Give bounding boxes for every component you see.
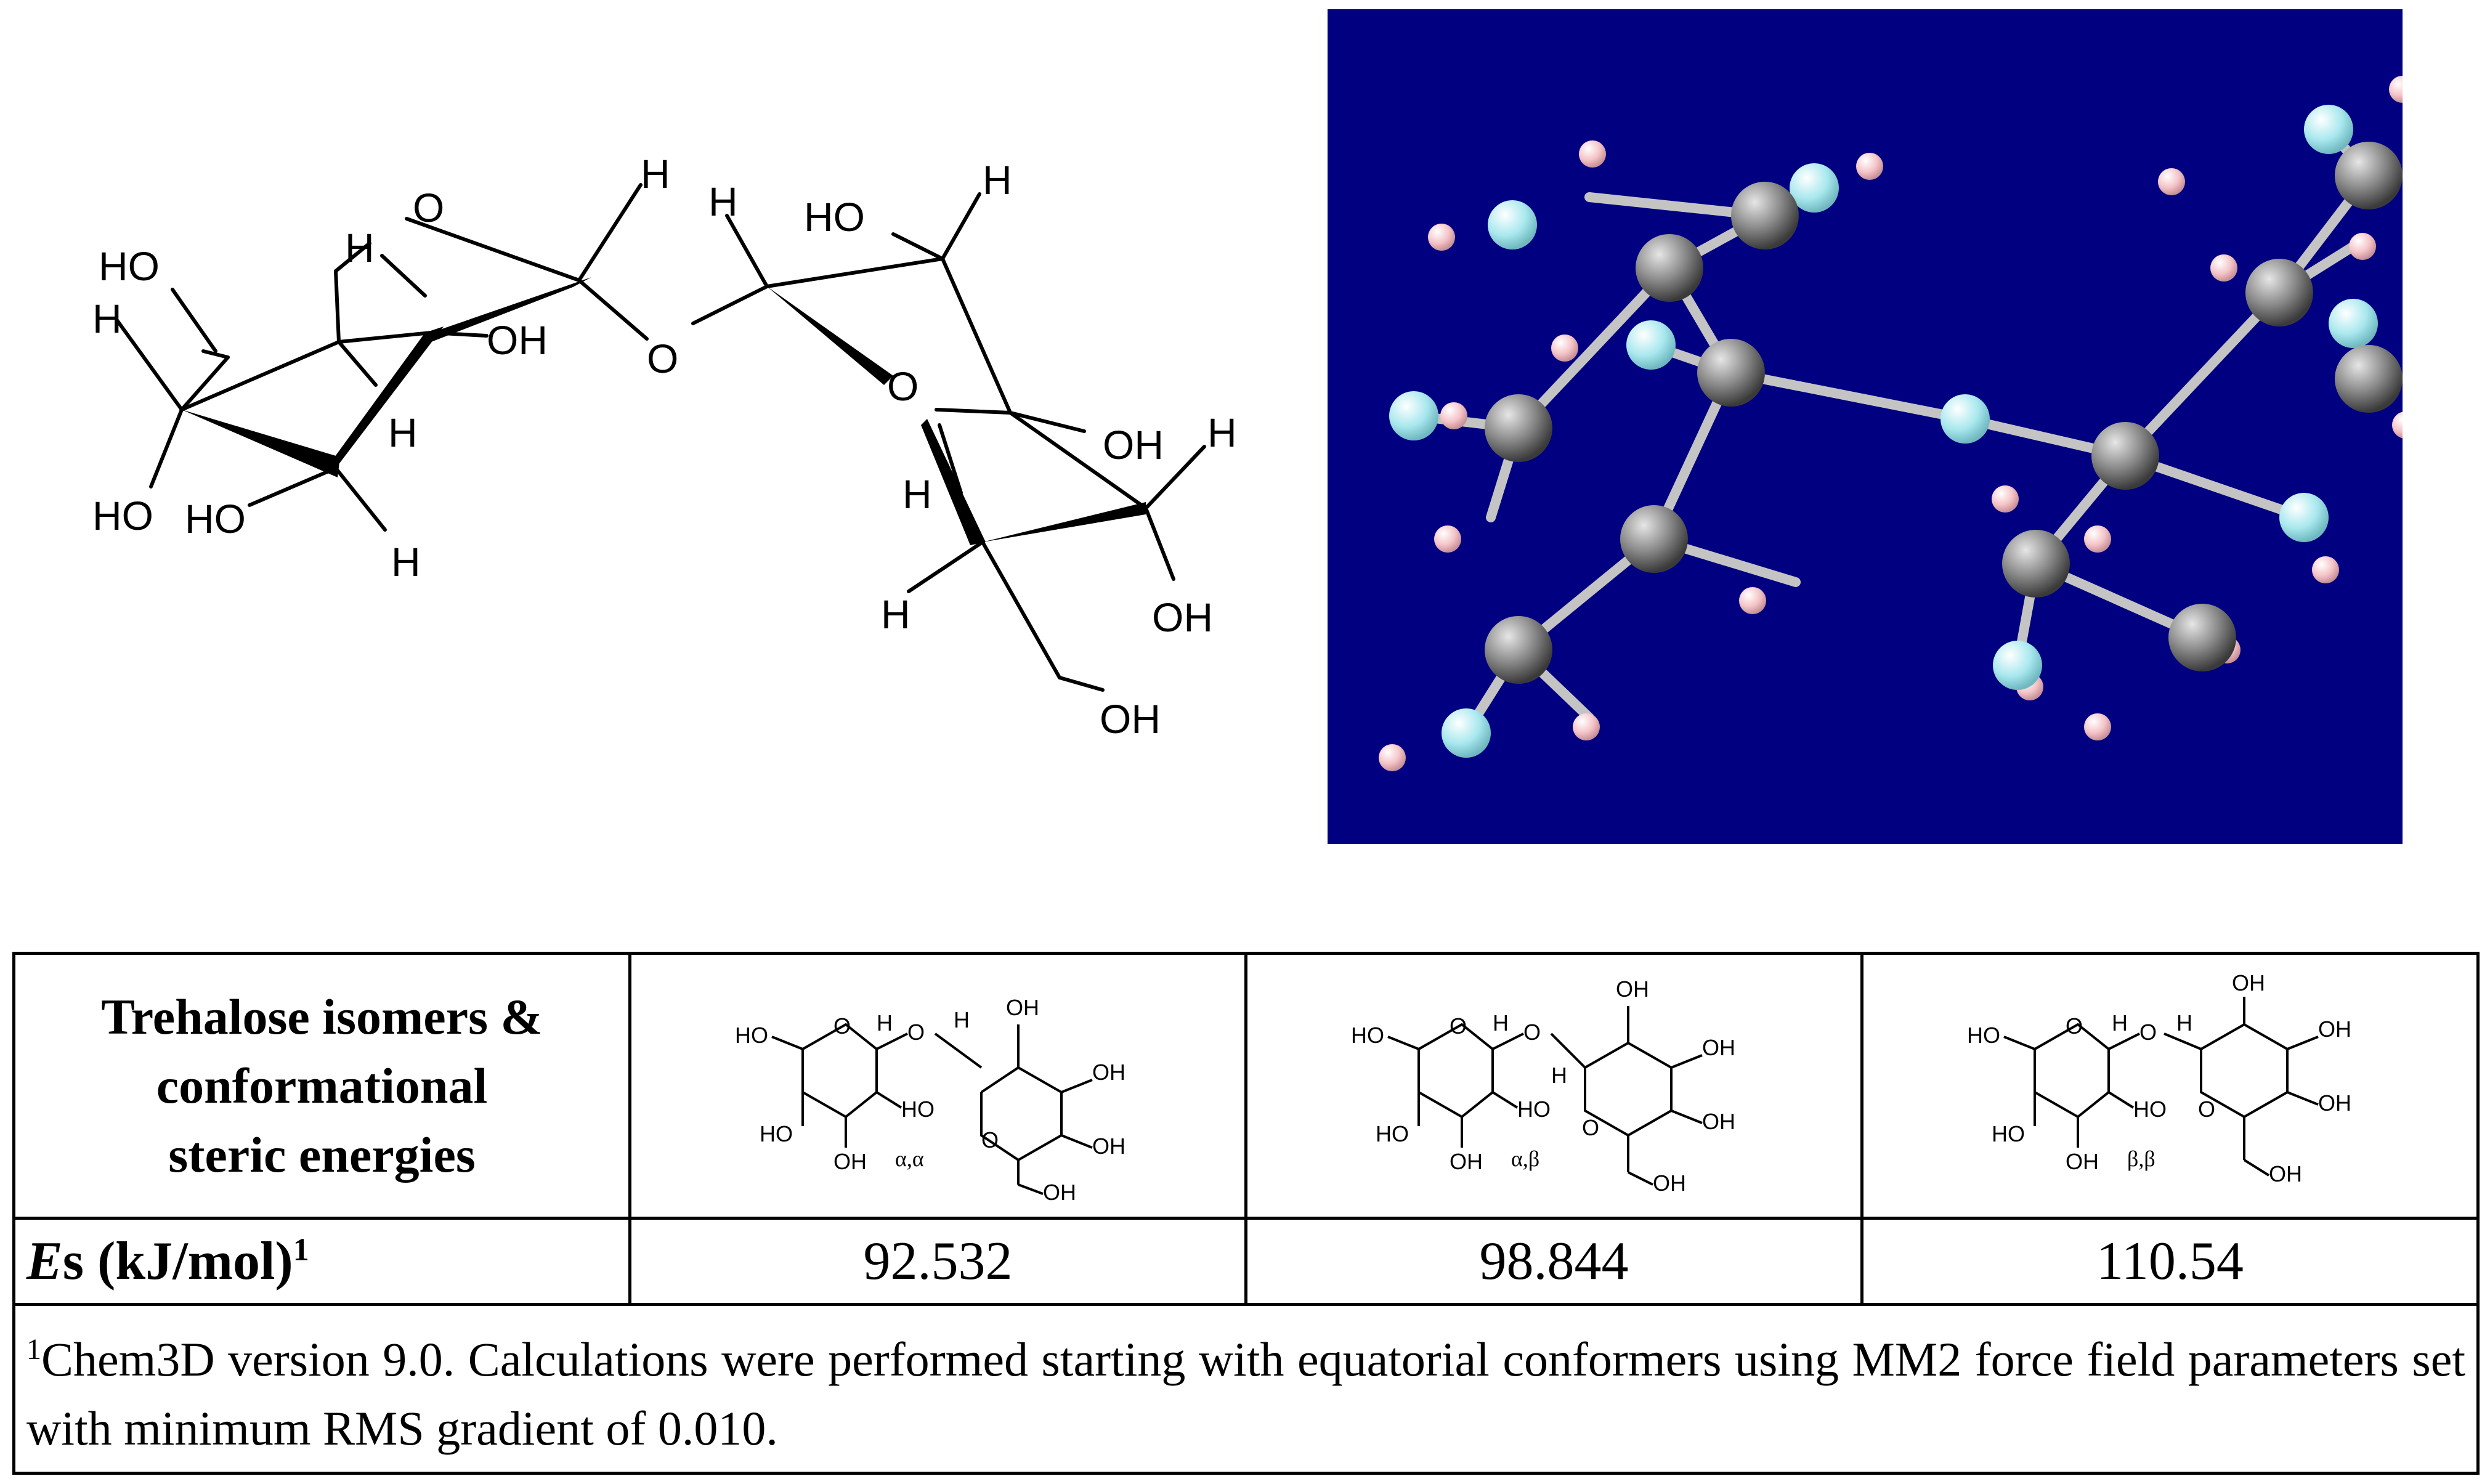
atom-label: HO [804, 194, 865, 240]
atom-label: H [902, 471, 932, 517]
atom-label: HO [901, 1097, 935, 1122]
isomer-structure-cell: HO O H O H OH OH OH O HO HO OH OH α,β [1244, 952, 1863, 1220]
isomer-label: β,β [2127, 1146, 2155, 1171]
atom-label: H [708, 179, 738, 224]
atom-label: OH [1100, 696, 1161, 742]
hydrogen-atoms [1379, 76, 2403, 771]
atom-label: OH [1653, 1170, 1686, 1196]
atom-label: H [2176, 1010, 2192, 1036]
es-label-italic: E [26, 1231, 63, 1291]
atom-label: HO [735, 1023, 768, 1048]
footnote-text: Chem3D version 9.0. Calculations were pe… [26, 1332, 2465, 1455]
atom-label: OH [1152, 594, 1213, 640]
atom-label: H [881, 591, 910, 637]
atom-label: OH [2232, 970, 2265, 995]
ball-stick-3d-model [1328, 9, 2403, 844]
trehalose-chair-structure: HO H O H H OH H HO HO H O H HO H O OH H … [92, 151, 1237, 742]
isomer-structure-ab: HO O H O H OH OH OH O HO HO OH OH α,β [1351, 976, 1735, 1196]
atom-label: HO [1351, 1023, 1384, 1048]
atom-label: O [1450, 1013, 1467, 1039]
atom-label: H [954, 1007, 970, 1032]
atom-label: OH [487, 317, 548, 363]
isomer-structure-aa: HO O H O H OH OH OH O HO HO OH OH α,α [735, 995, 1125, 1205]
atom-label: HO [92, 493, 153, 538]
isomer-label: α,β [1511, 1146, 1539, 1171]
atom-label: H [2112, 1010, 2128, 1036]
atom-label: O [2066, 1013, 2083, 1039]
atom-label: OH [2269, 1161, 2302, 1186]
es-label-rest: s (kJ/mol) [62, 1231, 293, 1291]
atom-label: O [907, 1020, 925, 1045]
atom-label: O [887, 363, 919, 409]
atom-label: H [92, 296, 122, 341]
atom-label: O [833, 1013, 851, 1039]
isomer-structure-cell: HO O H O H OH OH OH O HO HO OH OH α,α [628, 952, 1247, 1220]
table-header-cell: Trehalose isomers & conformational steri… [12, 952, 631, 1220]
atom-label: HO [1376, 1121, 1409, 1146]
atom-label: HO [1517, 1097, 1551, 1122]
es-label-sup: 1 [293, 1232, 309, 1268]
atom-label: H [877, 1010, 893, 1036]
atom-label: OH [2066, 1149, 2099, 1174]
table-row: 1Chem3D version 9.0. Calculations were p… [12, 1303, 2480, 1475]
atom-label: OH [833, 1149, 867, 1174]
atom-label: OH [1092, 1133, 1125, 1159]
atom-label: OH [2318, 1016, 2351, 1042]
atom-label: OH [1006, 995, 1039, 1020]
atom-label: HO [760, 1121, 793, 1146]
atom-label: H [391, 539, 421, 585]
trehalose-energy-table: Trehalose isomers & conformational steri… [12, 952, 2480, 1475]
atom-label: OH [1616, 976, 1649, 1002]
es-value-ab: 98.844 [1244, 1217, 1863, 1306]
es-value-bb: 110.54 [1860, 1217, 2480, 1306]
atom-label: O [2139, 1020, 2157, 1045]
atom-label: O [1582, 1115, 1599, 1140]
isomer-label: α,α [895, 1146, 924, 1171]
table-row: Trehalose isomers & conformational steri… [12, 952, 2480, 1220]
atom-label: HO [1967, 1023, 2000, 1048]
atom-label: O [647, 336, 678, 381]
atom-label: OH [1702, 1109, 1735, 1134]
es-value-aa: 92.532 [628, 1217, 1247, 1306]
footnote-cell: 1Chem3D version 9.0. Calculations were p… [12, 1303, 2480, 1475]
atom-label: H [345, 225, 375, 270]
atom-label: OH [2318, 1090, 2351, 1116]
atom-label: OH [1103, 422, 1164, 468]
atom-label: OH [1092, 1060, 1125, 1085]
atom-label: HO [1992, 1121, 2025, 1146]
header-line-1: Trehalose isomers & [101, 988, 543, 1045]
atom-label: O [981, 1127, 999, 1153]
atom-label: OH [1702, 1035, 1735, 1060]
footnote-sup: 1 [26, 1332, 41, 1366]
table-row: Es (kJ/mol)1 92.532 98.844 110.54 [12, 1217, 2480, 1306]
oxygen-atoms [1389, 105, 2378, 758]
carbon-atoms [1485, 142, 2403, 684]
es-label-cell: Es (kJ/mol)1 [12, 1217, 631, 1306]
atom-label: O [1523, 1020, 1541, 1045]
isomer-structure-cell: HO O H O H OH OH OH O HO HO OH OH β,β [1860, 952, 2480, 1220]
atom-label: H [1493, 1010, 1509, 1036]
atom-label: H [983, 157, 1012, 203]
atom-label: OH [1043, 1180, 1076, 1205]
header-line-2: conformational [156, 1057, 488, 1114]
atom-label: H [388, 410, 418, 455]
atom-label: OH [1450, 1149, 1483, 1174]
atom-label: H [641, 151, 670, 197]
atom-label: H [1551, 1063, 1567, 1088]
atom-label: O [413, 185, 444, 230]
isomer-structure-bb: HO O H O H OH OH OH O HO HO OH OH β,β [1967, 970, 2351, 1186]
atom-label: H [1207, 410, 1237, 455]
atom-label: HO [185, 496, 246, 541]
atom-label: HO [99, 243, 160, 289]
atom-label: O [2198, 1097, 2215, 1122]
atom-label: HO [2133, 1097, 2167, 1122]
header-line-3: steric energies [168, 1126, 476, 1183]
